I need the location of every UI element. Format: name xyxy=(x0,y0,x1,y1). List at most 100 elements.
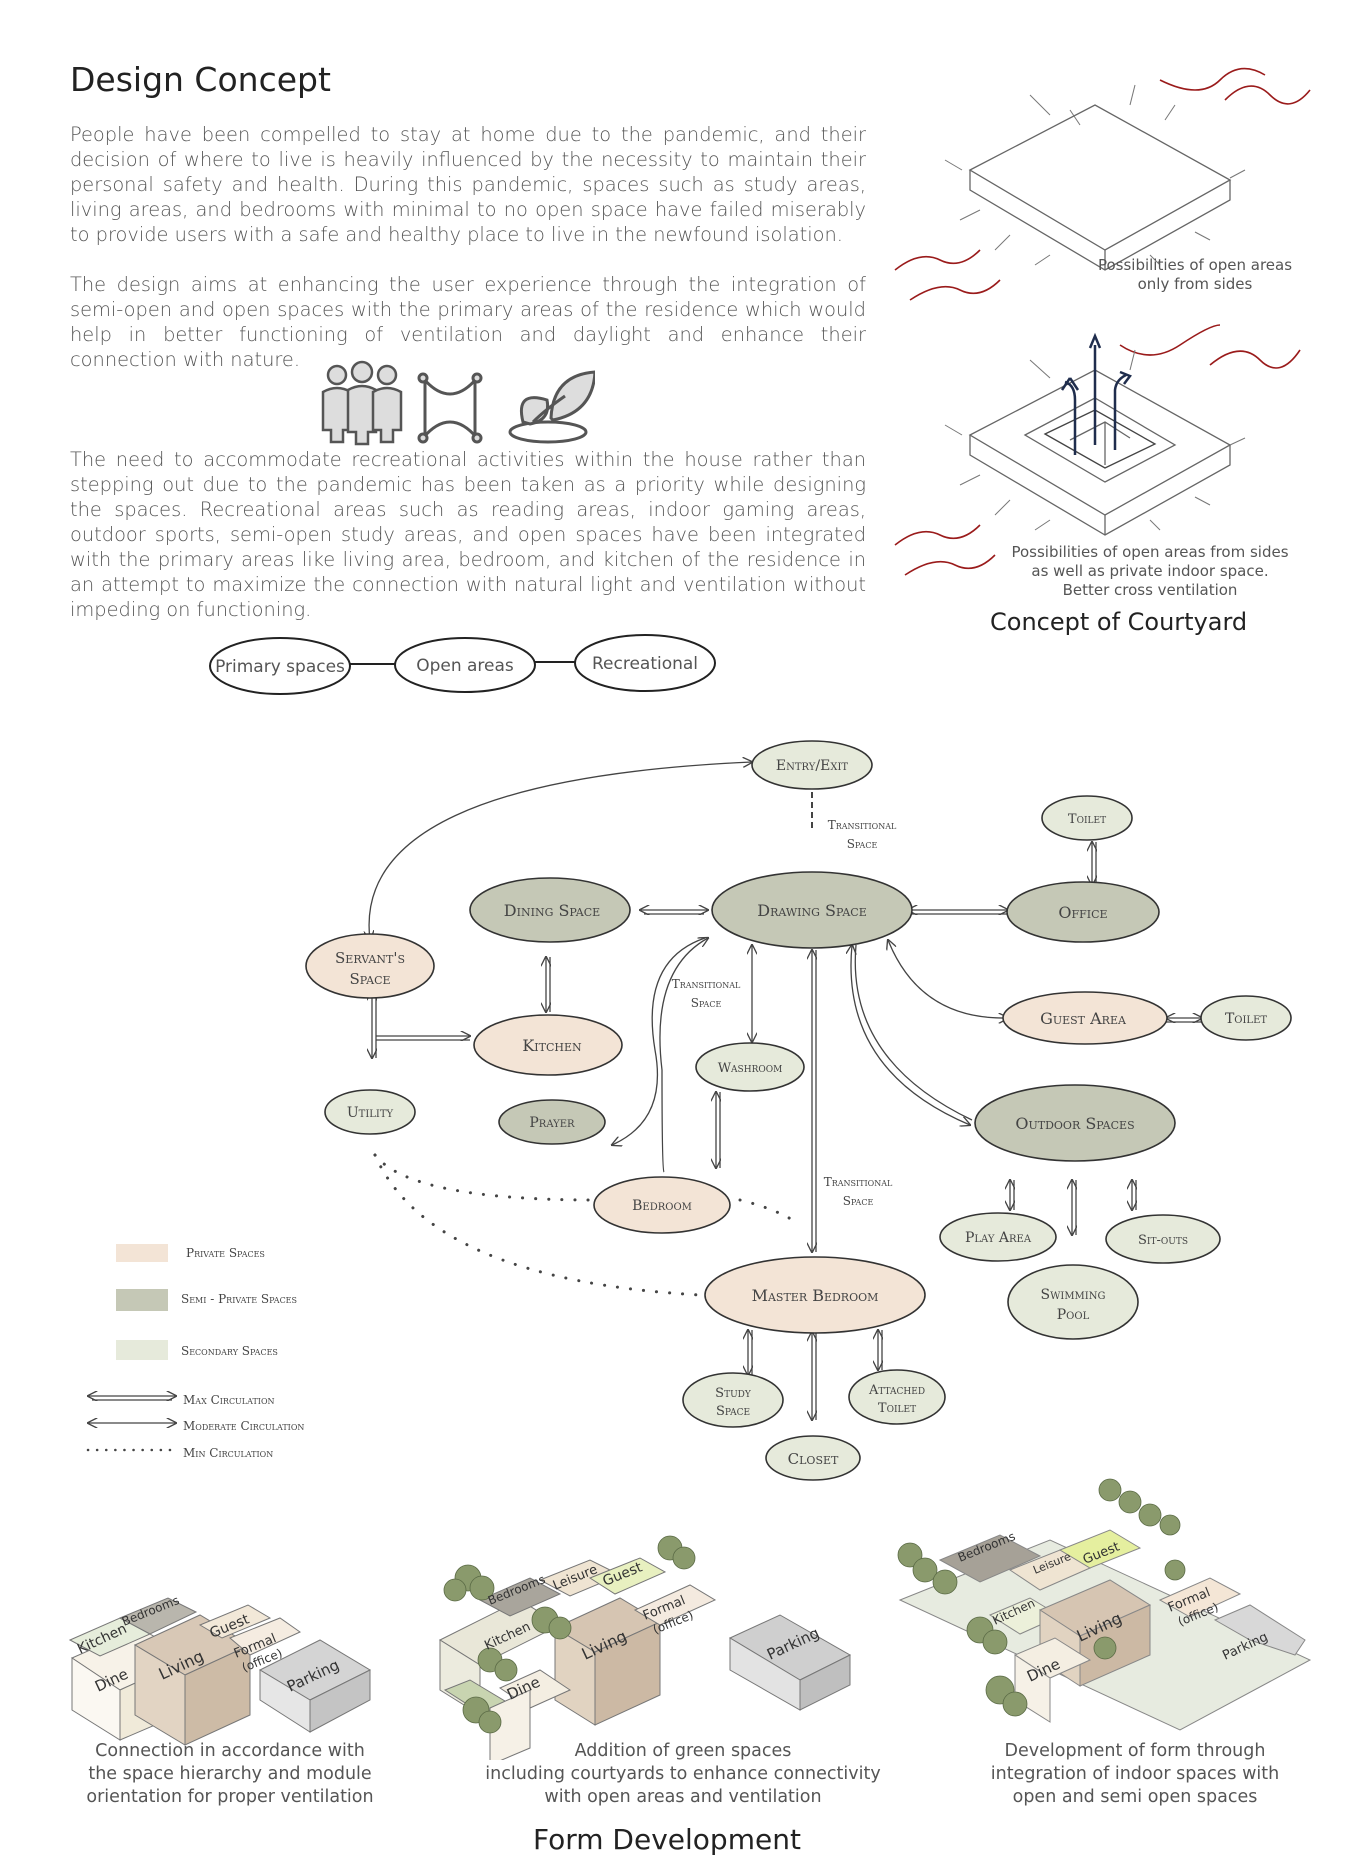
massing-model-1 xyxy=(68,1597,372,1746)
label-sitouts: Sit-outs xyxy=(1138,1233,1188,1248)
form-caption-2: Addition of green spaces including court… xyxy=(468,1740,898,1809)
legend-moderate: Moderate Circulation xyxy=(183,1419,305,1433)
form-caption-3: Development of form through integration … xyxy=(955,1740,1315,1809)
transitional-label-3b: Space xyxy=(843,1194,874,1208)
legend-semi-private: Semi - Private Spaces xyxy=(181,1292,298,1306)
node-closet xyxy=(765,1435,861,1481)
label-kitchen: Kitchen xyxy=(522,1036,582,1055)
courtyard-caption-2b: as well as private indoor space. xyxy=(1031,562,1268,580)
node-office xyxy=(1006,881,1160,943)
courtyard-concept: Possibilities of open areas only from si… xyxy=(894,67,1311,599)
label-play: Play Area xyxy=(965,1230,1032,1246)
massing-model-3 xyxy=(898,1529,1312,1731)
form-caption-1-line: the space hierarchy and module xyxy=(88,1764,372,1784)
label-master: Master Bedroom xyxy=(752,1286,879,1305)
connection-network-icon xyxy=(417,372,483,444)
form-caption-3-line: Development of form through xyxy=(1004,1741,1266,1761)
form-caption-1: Connection in accordance with the space … xyxy=(50,1740,410,1809)
form-caption-1-line: Connection in accordance with xyxy=(95,1741,365,1761)
node-play xyxy=(939,1212,1057,1262)
form-models: Kitchen Bedrooms Living Guest Formal (of… xyxy=(68,1478,1312,1760)
label-study-2: Space xyxy=(716,1404,750,1419)
label-washroom: Washroom xyxy=(718,1061,783,1076)
courtyard-heading: Concept of Courtyard xyxy=(990,608,1248,636)
chain-item-recreational: Recreational xyxy=(592,654,698,674)
courtyard-caption-1b: only from sides xyxy=(1138,275,1253,293)
label-attached-2: Toilet xyxy=(878,1401,916,1416)
bubble-diagram: Entry/Exit Drawing Space Dining Space Of… xyxy=(305,740,1292,1481)
node-kitchen xyxy=(473,1014,623,1076)
legend-secondary: Secondary Spaces xyxy=(181,1344,278,1358)
node-guest xyxy=(1002,991,1168,1045)
node-master xyxy=(704,1256,926,1334)
node-study xyxy=(682,1372,784,1428)
node-sitouts xyxy=(1105,1214,1221,1264)
node-attached xyxy=(848,1369,946,1425)
courtyard-block-sketch xyxy=(968,369,1232,536)
legend-swatch-private xyxy=(116,1244,168,1262)
chain-item-open: Open areas xyxy=(416,656,514,676)
label-guest: Guest Area xyxy=(1040,1009,1127,1028)
courtyard-caption-2c: Better cross ventilation xyxy=(1063,581,1238,599)
courtyard-caption-1a: Possibilities of open areas xyxy=(1098,256,1292,274)
node-toilet-guest xyxy=(1200,995,1292,1041)
form-caption-1-line: orientation for proper ventilation xyxy=(86,1787,374,1807)
min-circulation-dots xyxy=(373,1153,802,1297)
concept-icons xyxy=(321,360,595,446)
node-drawing xyxy=(711,871,913,949)
legend-swatch-secondary xyxy=(116,1340,168,1360)
concept-paragraph-3: The need to accommodate recreational act… xyxy=(70,448,866,621)
form-caption-2-line: Addition of green spaces xyxy=(574,1741,792,1761)
label-entry: Entry/Exit xyxy=(776,758,848,774)
tree-icons-2 xyxy=(443,1535,696,1734)
transitional-label-2b: Space xyxy=(691,996,722,1010)
node-prayer xyxy=(498,1099,606,1145)
node-servant xyxy=(305,933,435,999)
massing-model-2 xyxy=(438,1557,852,1760)
node-dining xyxy=(469,877,631,943)
label-prayer: Prayer xyxy=(529,1115,575,1131)
node-swim xyxy=(1007,1264,1139,1340)
legend-max: Max Circulation xyxy=(183,1393,275,1407)
side-arrows-2 xyxy=(944,349,1246,531)
label-swim-2: Pool xyxy=(1057,1307,1090,1323)
wind-arrow-icon xyxy=(894,67,1311,576)
people-group-icon xyxy=(321,360,403,446)
concept-chain: Primary spaces Open areas Recreational xyxy=(209,634,716,695)
label-dining: Dining Space xyxy=(504,901,600,920)
form-caption-3-line: integration of indoor spaces with xyxy=(990,1764,1280,1784)
transitional-label-2a: Transitional xyxy=(672,977,741,991)
label-attached-1: Attached xyxy=(868,1383,925,1398)
form-caption-2-line: with open areas and ventilation xyxy=(544,1787,822,1807)
node-outdoor xyxy=(974,1084,1176,1162)
node-entry xyxy=(751,740,873,790)
transitional-label-3a: Transitional xyxy=(824,1175,893,1189)
legend-swatch-semi-private xyxy=(116,1289,168,1311)
tree-icons-3 xyxy=(897,1478,1186,1717)
node-toilet-top xyxy=(1041,795,1133,841)
airflow-up-arrow-icon xyxy=(1060,332,1132,455)
label-study-1: Study xyxy=(715,1386,752,1401)
label-swim-1: Swimming xyxy=(1041,1287,1106,1303)
concept-paragraph-2: The design aims at enhancing the user ex… xyxy=(70,273,866,371)
courtyard-caption-2a: Possibilities of open areas from sides xyxy=(1011,543,1288,561)
label-outdoor: Outdoor Spaces xyxy=(1015,1114,1134,1133)
node-utility xyxy=(324,1089,416,1135)
solid-block-sketch xyxy=(968,104,1232,271)
form-caption-2-line: including courtyards to enhance connecti… xyxy=(485,1764,881,1784)
label-servant-2: Space xyxy=(349,970,390,988)
transitional-label-1a: Transitional xyxy=(828,818,897,832)
label-bedroom: Bedroom xyxy=(632,1198,692,1214)
form-caption-3-line: open and semi open spaces xyxy=(1012,1787,1258,1807)
label-servant-1: Servant's xyxy=(335,949,405,967)
transitional-label-1b: Space xyxy=(847,837,878,851)
chain-item-primary: Primary spaces xyxy=(215,657,345,677)
label-closet: Closet xyxy=(788,1450,839,1468)
label-toilet-top: Toilet xyxy=(1068,812,1106,827)
legend-min: Min Circulation xyxy=(183,1446,274,1460)
legend-private: Private Spaces xyxy=(186,1246,265,1260)
label-office: Office xyxy=(1058,903,1107,922)
form-heading: Form Development xyxy=(533,1823,801,1856)
side-arrows-1 xyxy=(944,84,1246,266)
legend-arrows xyxy=(86,1388,178,1452)
